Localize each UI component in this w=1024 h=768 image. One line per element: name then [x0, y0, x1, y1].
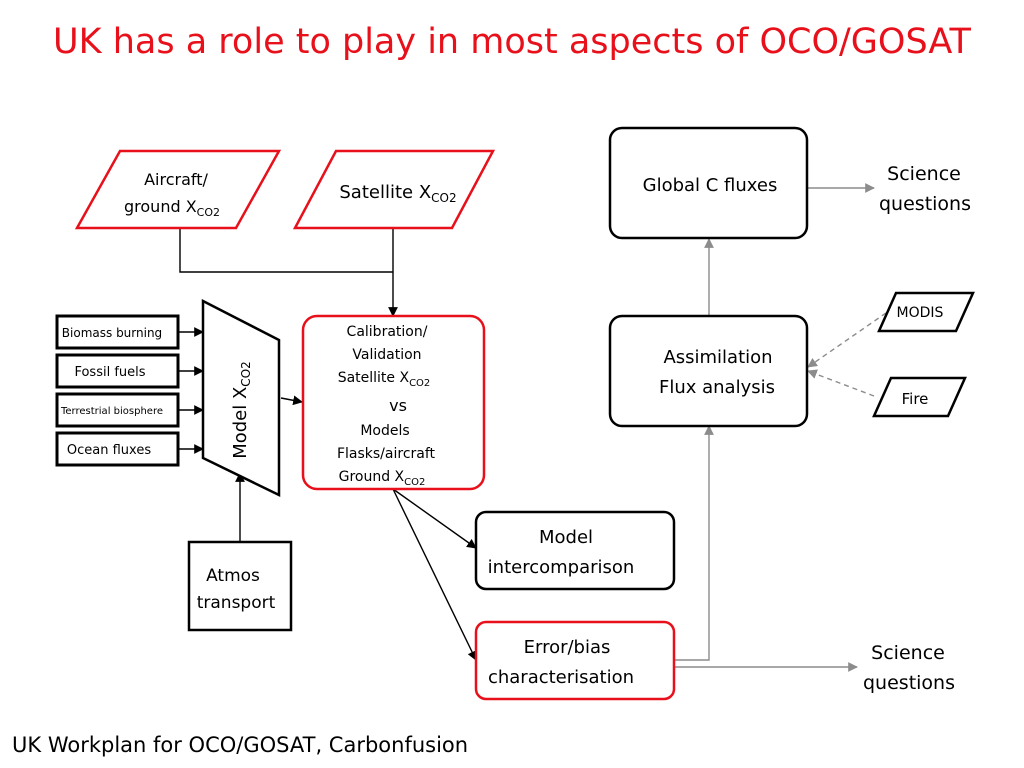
calval-to-intercomparison-arrow: [392, 488, 477, 549]
calval-line-1: Calibration/: [347, 324, 428, 340]
fire-to-assimilation-arrow: [807, 369, 875, 397]
global-fluxes-label: Global C fluxes: [643, 175, 778, 196]
calval-to-errorbias-arrow: [392, 488, 477, 661]
satellite-label: Satellite XCO2: [339, 182, 456, 205]
atmos-label-line1: Atmos: [206, 566, 260, 586]
atmos-transport-box: Atmos transport: [187, 540, 293, 632]
slide-title: UK has a role to play in most aspects of…: [53, 22, 971, 62]
model-intercomparison-box: Model intercomparison: [474, 510, 676, 591]
model-xco2-block: Model XCO2: [201, 298, 281, 497]
calibration-validation-box: Calibration/ Validation Satellite XCO2 v…: [301, 314, 486, 491]
slide-footer: UK Workplan for OCO/GOSAT, Carbonfusion: [12, 733, 469, 757]
calval-line-2: Validation: [352, 347, 421, 363]
assimilation-line-2: Flux analysis: [659, 377, 775, 398]
science-top-line-2: questions: [879, 193, 971, 215]
source-box-terrestrial: Terrestrial biosphere: [55, 392, 180, 428]
calval-line-6: Flasks/aircraft: [337, 446, 436, 462]
science-questions-top: Science questions: [879, 163, 971, 215]
error-bias-box: Error/bias characterisation: [474, 620, 676, 701]
satellite-input: Satellite XCO2: [292, 149, 496, 230]
aircraft-ground-input: Aircraft/ ground XCO2: [74, 149, 282, 230]
errorbias-line-1: Error/bias: [524, 637, 611, 658]
assimilation-box: Assimilation Flux analysis: [608, 314, 809, 428]
science-questions-bottom: Science questions: [863, 642, 955, 694]
source-box-biomass: Biomass burning: [55, 314, 180, 350]
atmos-label-line2: transport: [197, 593, 276, 613]
source-label-terrestrial: Terrestrial biosphere: [60, 406, 163, 417]
assimilation-line-1: Assimilation: [663, 347, 772, 368]
science-bottom-line-2: questions: [863, 672, 955, 694]
fire-input: Fire: [872, 376, 967, 418]
science-top-line-1: Science: [887, 163, 961, 185]
modis-label: MODIS: [897, 305, 944, 321]
calval-line-3: Satellite XCO2: [338, 370, 431, 389]
source-label-biomass: Biomass burning: [62, 326, 162, 340]
aircraft-label-line1: Aircraft/: [144, 170, 208, 189]
fire-label: Fire: [902, 390, 929, 408]
global-fluxes-box: Global C fluxes: [608, 126, 809, 240]
errorbias-line-2: characterisation: [488, 667, 634, 688]
source-label-fossil: Fossil fuels: [74, 365, 145, 380]
modis-input: MODIS: [877, 291, 975, 333]
model-xco2-label: Model XCO2: [230, 361, 253, 459]
model-to-calval-arrow: [280, 395, 303, 406]
calval-line-7: Ground XCO2: [339, 469, 426, 488]
source-label-ocean: Ocean fluxes: [67, 443, 151, 458]
modis-to-assimilation-arrow: [807, 312, 887, 368]
calval-line-5: Models: [360, 423, 409, 439]
calval-line-4: vs: [389, 396, 407, 415]
intercomparison-line-2: intercomparison: [488, 557, 635, 578]
connectors: [179, 183, 887, 672]
aircraft-label-line2: ground XCO2: [124, 197, 220, 219]
source-box-ocean: Ocean fluxes: [55, 431, 180, 467]
source-box-fossil: Fossil fuels: [55, 353, 180, 389]
aircraft-to-calval-line: [179, 228, 393, 273]
errorbias-to-assimilation-arrow: [675, 425, 714, 661]
intercomparison-line-1: Model: [539, 527, 593, 548]
science-bottom-line-1: Science: [871, 642, 945, 664]
